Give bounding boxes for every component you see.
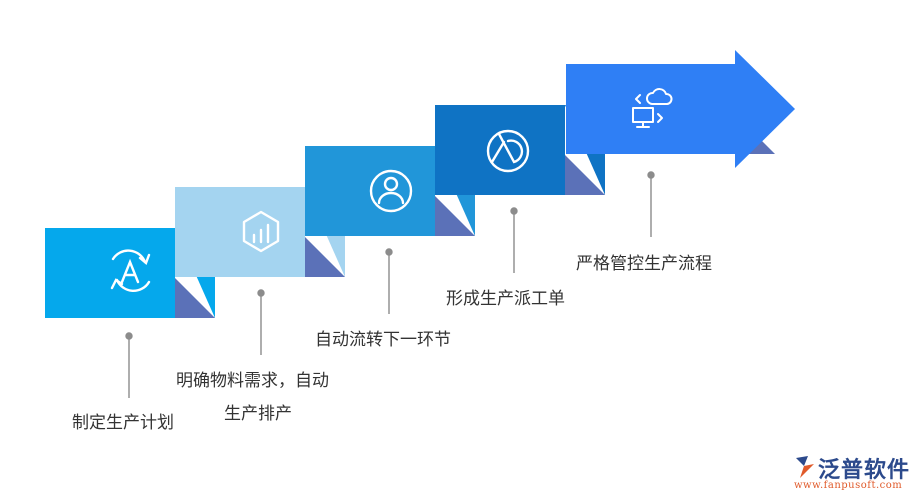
step-3-fold bbox=[435, 196, 475, 236]
connector-2 bbox=[257, 289, 265, 355]
step-1-label: 制定生产计划 bbox=[72, 413, 174, 433]
step-5-label: 严格管控生产流程 bbox=[576, 254, 712, 274]
step-4 bbox=[435, 105, 605, 195]
fanpu-logo-icon bbox=[796, 456, 814, 478]
step-2-fold bbox=[305, 237, 345, 277]
connector-1 bbox=[125, 332, 133, 398]
step-3-label: 自动流转下一环节 bbox=[315, 330, 451, 350]
brand-url: www.fanpusoft.com bbox=[794, 480, 903, 491]
step-2-block bbox=[175, 187, 305, 277]
step-2-label-line-2: 生产排产 bbox=[224, 404, 292, 424]
hexagon-chart-icon bbox=[242, 210, 280, 253]
arrows-a-icon bbox=[110, 249, 151, 292]
user-icon bbox=[369, 169, 413, 213]
step-1-fold bbox=[175, 278, 215, 318]
connector-3 bbox=[385, 248, 393, 314]
connector-4 bbox=[510, 207, 518, 273]
cloud-monitor-icon bbox=[632, 88, 673, 128]
step-5-arrowhead bbox=[735, 50, 795, 168]
connector-5 bbox=[647, 171, 655, 237]
step-5 bbox=[566, 50, 795, 168]
connectors bbox=[125, 171, 655, 398]
brand-name: 泛普软件 bbox=[818, 458, 911, 483]
step-4-fold bbox=[565, 155, 605, 195]
step-4-label: 形成生产派工单 bbox=[446, 289, 565, 309]
step-1-block bbox=[45, 228, 175, 318]
step-2-label-line-1: 明确物料需求，自动 bbox=[176, 371, 329, 391]
brand-logo: 泛普软件 www.fanpusoft.com bbox=[792, 450, 917, 492]
circle-segment-icon bbox=[486, 129, 530, 173]
